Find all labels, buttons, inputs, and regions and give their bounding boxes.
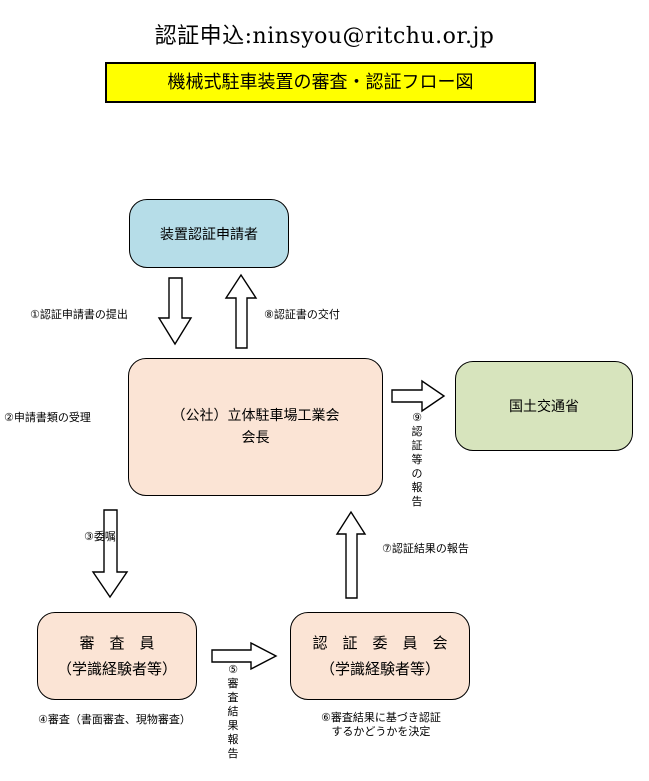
mlit-label: 国土交通省 xyxy=(509,399,579,415)
step-7-label: ⑦認証結果の報告 xyxy=(382,542,469,555)
step-9-text: 認証等の報告 xyxy=(411,425,423,508)
step-5-number: ⑤ xyxy=(228,663,238,676)
step-3-label: ③委嘱 xyxy=(84,530,116,543)
step-5-label: ⑤ 審査結果報告 xyxy=(226,663,240,761)
step-9-label: ⑨ 認証等の報告 xyxy=(410,411,424,509)
examiner-sublabel: （学識経験者等） xyxy=(56,660,177,678)
applicant-label: 装置認証申請者 xyxy=(160,226,258,243)
page-title: 認証申込:ninsyou@ritchu.or.jp xyxy=(154,24,495,49)
association-chair-label: 会長 xyxy=(241,430,270,446)
step-5-text: 審査結果報告 xyxy=(227,677,239,760)
step-6-line1: ⑥審査結果に基づき認証 xyxy=(321,711,441,724)
flow-banner: 機械式駐車装置の審査・認証フロー図 xyxy=(105,62,536,103)
step-2-label: ②申請書類の受理 xyxy=(4,411,91,424)
arrow-report-mlit xyxy=(391,379,446,413)
committee-box: 認 証 委 員 会 （学識経験者等） xyxy=(290,612,470,700)
association-label: （公社）立体駐車場工業会 xyxy=(171,408,340,424)
arrow-report-result xyxy=(335,510,367,599)
step-4-label: ④審査（書面審査、現物審査） xyxy=(38,713,191,726)
examiner-box: 審 査 員 （学識経験者等） xyxy=(37,612,197,700)
arrow-commission xyxy=(91,509,129,599)
step-9-number: ⑨ xyxy=(412,411,422,424)
arrow-submit-application xyxy=(157,277,193,346)
examiner-label: 審 査 員 xyxy=(79,634,155,652)
applicant-box: 装置認証申請者 xyxy=(129,199,289,268)
step-6-line2: するかどうかを決定 xyxy=(331,725,431,738)
mlit-box: 国土交通省 xyxy=(455,361,633,451)
committee-sublabel: （学識経験者等） xyxy=(319,660,440,678)
arrow-issue-certificate xyxy=(224,273,258,349)
committee-label: 認 証 委 員 会 xyxy=(312,634,448,652)
arrow-exam-report xyxy=(211,641,278,671)
step-1-label: ①認証申請書の提出 xyxy=(30,308,128,321)
step-6-label: ⑥審査結果に基づき認証 するかどうかを決定 xyxy=(321,711,441,739)
association-box: （公社）立体駐車場工業会 会長 xyxy=(128,358,383,496)
step-8-label: ⑧認証書の交付 xyxy=(264,308,340,321)
